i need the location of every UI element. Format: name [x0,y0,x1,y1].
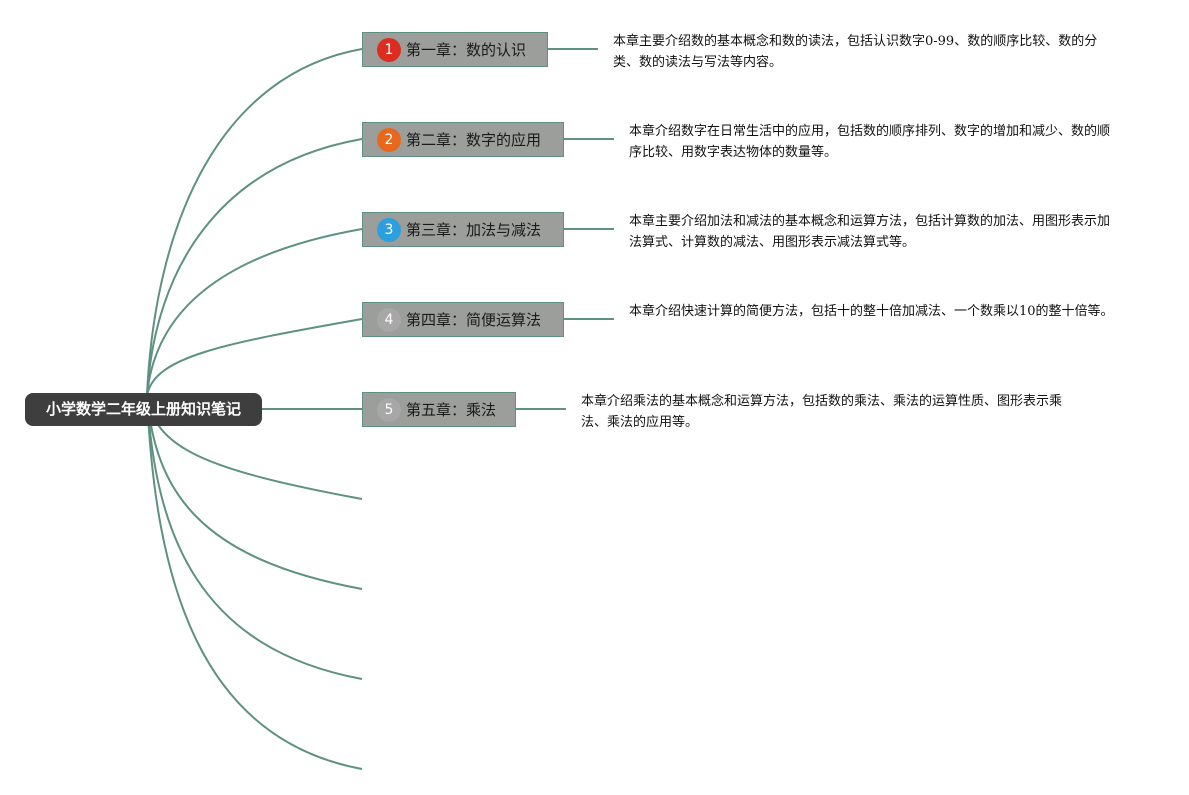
number-badge-icon: 5 [377,397,401,422]
chapter-node-3[interactable]: 3 第三章：加法与减法 [362,212,564,247]
chapter-node-4[interactable]: 4 第四章：简便运算法 [362,302,564,337]
chapter-title: 第三章：加法与减法 [406,221,542,239]
branch-connector [146,394,363,770]
chapter-title: 第一章：数的认识 [406,41,527,59]
chapter-description-2: 本章介绍数字在日常生活中的应用，包括数的顺序排列、数字的增加和减少、数的顺序比较… [629,124,1111,160]
number-badge-icon: 2 [377,127,401,152]
chapter-title: 第二章：数字的应用 [406,131,542,149]
chapter-node-5[interactable]: 5 第五章：乘法 [362,392,516,427]
branch-connector [146,48,363,396]
branch-connector [146,394,363,680]
branch-connector [146,318,363,396]
number-badge-icon: 1 [377,37,401,62]
chapter-node-2[interactable]: 2 第二章：数字的应用 [362,122,564,157]
branch-connector [146,394,363,590]
chapter-title: 第四章：简便运算法 [406,311,542,329]
number-badge-icon: 3 [377,217,401,242]
chapter-description-5: 本章介绍乘法的基本概念和运算方法，包括数的乘法、乘法的运算性质、图形表示乘法、乘… [581,394,1063,430]
root-topic[interactable]: 小学数学二年级上册知识笔记 [25,393,262,426]
chapter-node-1[interactable]: 1 第一章：数的认识 [362,32,548,67]
branch-connector [146,138,363,396]
chapter-description-4: 本章介绍快速计算的简便方法，包括十的整十倍加减法、一个数乘以10的整十倍等。 [629,304,1114,319]
number-badge-icon: 4 [377,307,401,332]
chapter-description-1: 本章主要介绍数的基本概念和数的读法，包括认识数字0-99、数的顺序比较、数的分类… [613,34,1098,70]
chapter-description-3: 本章主要介绍加法和减法的基本概念和运算方法，包括计算数的加法、用图形表示加法算式… [629,214,1111,250]
chapter-title: 第五章：乘法 [406,401,497,419]
branch-connector [146,228,363,396]
